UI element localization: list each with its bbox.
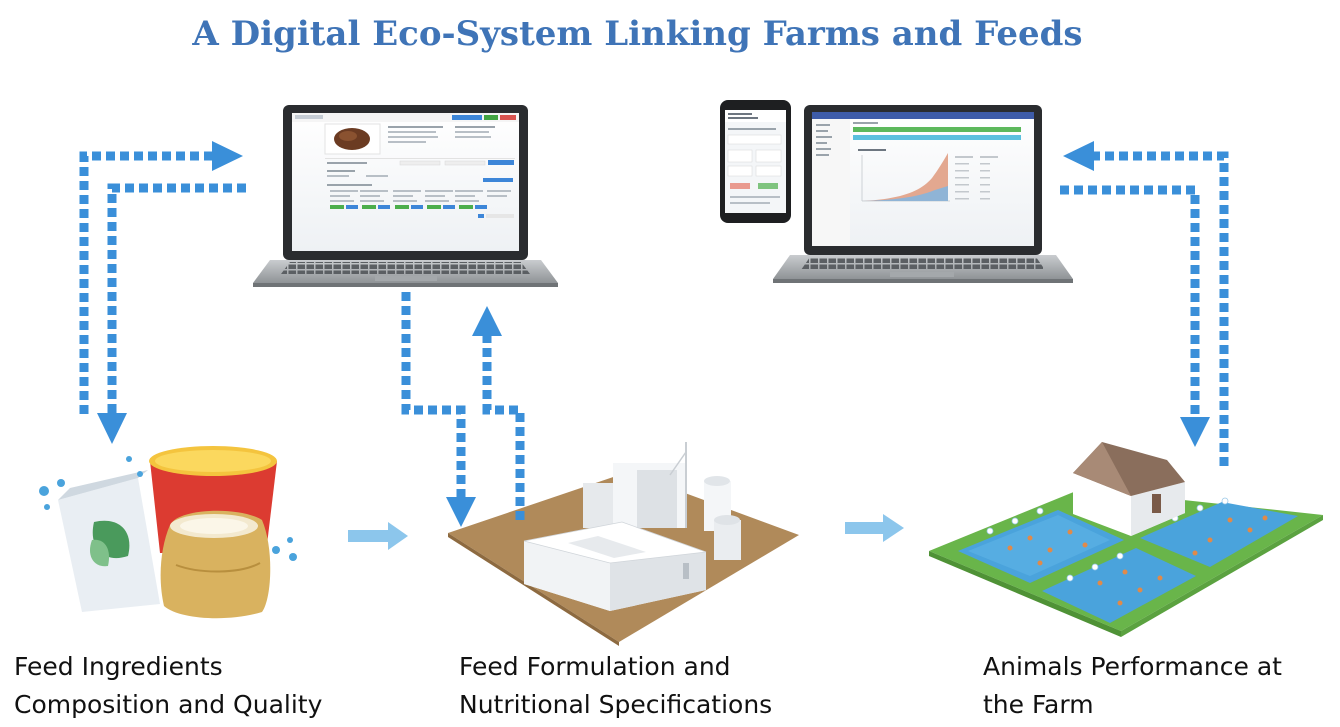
caption-formulation-line-1: Feed Formulation and: [459, 652, 731, 681]
shrimp-farm-icon: [929, 442, 1323, 637]
flow-arrow-formulation-to-farm: [845, 514, 904, 542]
dotted-arrow-laptop-to-ingredients: [107, 183, 246, 414]
laptop-farm-icon: [773, 105, 1073, 283]
arrowhead-left-bottom: [97, 413, 127, 444]
caption-ingredients-line-1: Feed Ingredients: [14, 652, 223, 681]
flow-arrow-ingredients-to-formulation: [348, 522, 408, 550]
dotted-arrow-ingredients-to-laptop: [79, 151, 212, 414]
caption-formulation: Feed Formulation and Nutritional Specifi…: [459, 648, 772, 724]
dotted-arrow-laptop-to-formulation: [401, 292, 466, 500]
caption-formulation-line-2: Nutritional Specifications: [459, 690, 773, 719]
feed-bags-icon: [39, 446, 297, 619]
caption-farm-line-2: the Farm: [983, 690, 1094, 719]
arrowhead-right-top: [1063, 141, 1094, 171]
caption-farm: Animals Performance at the Farm: [983, 648, 1282, 724]
dotted-arrow-formulation-to-laptop: [482, 336, 525, 520]
arrowhead-mid-down: [446, 497, 476, 527]
dotted-arrow-farm-to-laptop: [1094, 151, 1229, 466]
caption-ingredients-line-2: Composition and Quality: [14, 690, 323, 719]
page-title: A Digital Eco-System Linking Farms and F…: [192, 14, 1083, 54]
smartphone-icon: [720, 100, 791, 223]
caption-ingredients: Feed Ingredients Composition and Quality: [14, 648, 322, 724]
feed-mill-icon: [448, 442, 799, 646]
arrowhead-right-bottom: [1180, 417, 1210, 447]
arrowhead-left-top: [212, 141, 243, 171]
arrowhead-mid-up: [472, 306, 502, 336]
dotted-arrow-laptop-to-farm: [1060, 185, 1200, 418]
caption-farm-line-1: Animals Performance at: [983, 652, 1282, 681]
laptop-ingredients-icon: [253, 105, 558, 287]
